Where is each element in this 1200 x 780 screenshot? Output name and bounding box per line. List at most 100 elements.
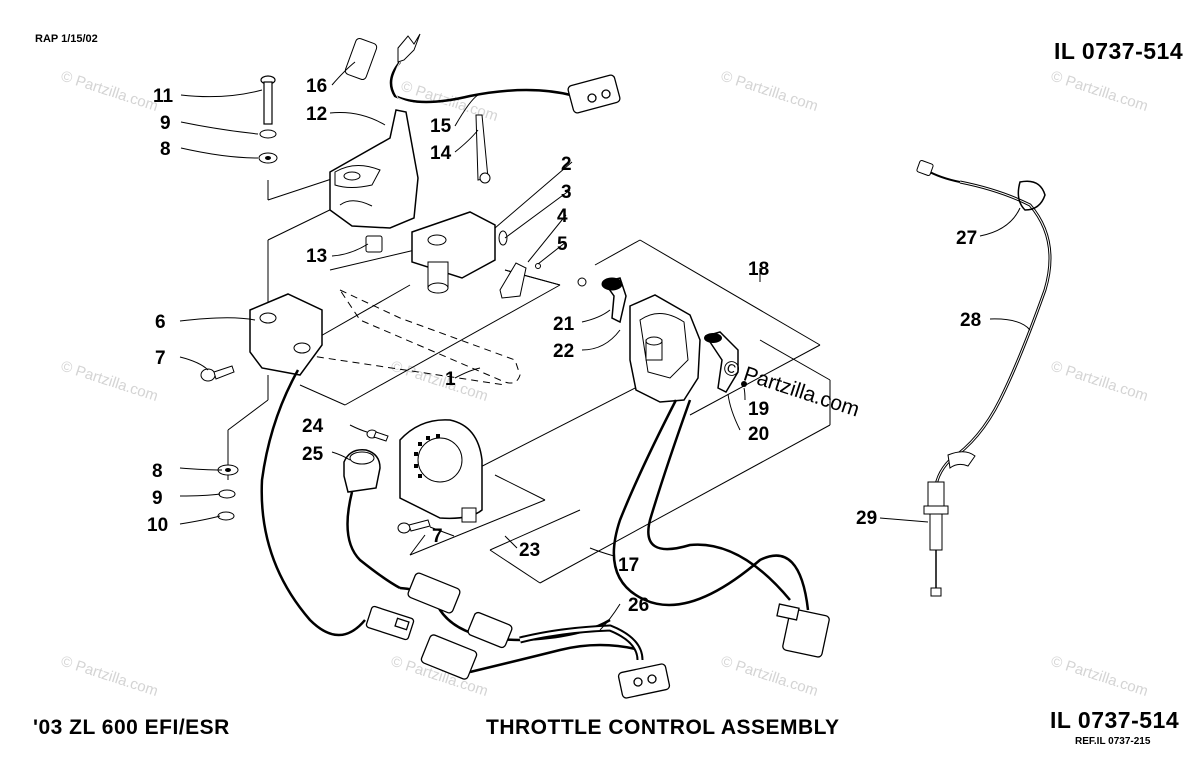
callout-8: 8	[152, 461, 163, 482]
screw-21-part	[577, 277, 587, 287]
cable-end-barrel	[916, 160, 934, 176]
leader-lines	[179, 61, 1031, 631]
callout-20: 20	[748, 424, 769, 445]
callout-3: 3	[561, 182, 572, 203]
watermark: © Partzilla.com	[719, 68, 820, 115]
model-label: '03 ZL 600 EFI/ESR	[33, 716, 230, 739]
lock-washer-part	[259, 129, 277, 139]
switch-housing-teeth	[414, 434, 440, 478]
callout-19: 19	[748, 399, 769, 420]
watermark: © Partzilla.com	[59, 68, 160, 115]
spring-part	[498, 230, 508, 246]
callout-10: 10	[147, 515, 168, 536]
pin-19-part	[741, 381, 747, 387]
callout-18: 18	[748, 259, 769, 280]
cable-adjuster-part	[927, 481, 945, 509]
throttle-cable-highlight	[934, 181, 1051, 496]
callout-2: 2	[561, 154, 572, 175]
lower-bracket-hole	[293, 342, 311, 354]
watermark: © Partzilla.com	[1049, 653, 1150, 700]
lower-bracket-hole	[259, 312, 277, 324]
lever-plate-part	[499, 262, 527, 299]
wire-harness-17b	[647, 399, 791, 601]
screw-part	[535, 263, 541, 269]
callout-14: 14	[430, 143, 452, 164]
watermark: © Partzilla.com	[719, 653, 820, 700]
callout-7: 7	[432, 526, 443, 547]
throttle-lever-part	[704, 331, 739, 393]
callout-22: 22	[553, 341, 574, 362]
callout-15: 15	[430, 116, 452, 137]
connector-17-part	[776, 603, 830, 658]
callout-17: 17	[618, 555, 639, 576]
callout-12: 12	[306, 104, 327, 125]
housing-detail	[639, 313, 689, 379]
callout-11: 11	[153, 86, 174, 107]
callout-1: 1	[445, 369, 456, 390]
bracket-detail	[339, 200, 373, 207]
site-credit: © Partzilla.com	[720, 356, 862, 422]
callout-4: 4	[557, 206, 568, 227]
callout-9: 9	[152, 488, 163, 509]
illustration-id-top: IL 0737-514	[1054, 38, 1184, 64]
cable-thread	[929, 513, 943, 551]
wire-harness-15	[389, 61, 576, 104]
watermark: © Partzilla.com	[1049, 68, 1150, 115]
housing-boss	[427, 234, 447, 246]
callout-24: 24	[302, 416, 324, 437]
button-top	[349, 451, 375, 465]
callout-29: 29	[856, 508, 877, 529]
wire-harness-6	[260, 369, 366, 637]
revision-stamp: RAP 1/15/02	[35, 33, 98, 45]
washer-hole	[225, 468, 231, 472]
callout-7: 7	[155, 348, 166, 369]
cable-core-end	[930, 587, 942, 597]
lower-bracket-part	[249, 293, 323, 376]
screw-24-part	[366, 429, 389, 442]
screw-7-part	[200, 365, 235, 382]
switch-tab-part	[475, 114, 489, 181]
housing-tab	[461, 507, 477, 523]
nut-part	[217, 511, 235, 521]
washer-hole	[265, 156, 271, 160]
diagram-title: THROTTLE CONTROL ASSEMBLY	[486, 716, 840, 739]
callout-9: 9	[160, 113, 171, 134]
pivot-lever-cap	[601, 277, 623, 291]
connector-part	[567, 74, 621, 114]
wire-harness-25	[346, 491, 401, 590]
cable-sleeve	[947, 451, 976, 469]
callout-21: 21	[553, 314, 575, 335]
switch-tab-hole	[479, 172, 491, 184]
throttle-cable-part	[933, 180, 1052, 496]
callout-25: 25	[302, 444, 324, 465]
cable-nut	[923, 505, 949, 515]
callout-labels: 1 2 3 4 5 6 7 7 8 8 9 9 10 11 12 13 14 1…	[147, 76, 981, 616]
watermark: © Partzilla.com	[59, 358, 160, 405]
callout-13: 13	[306, 246, 327, 267]
callout-8: 8	[160, 139, 171, 160]
lock-washer-part	[218, 489, 236, 499]
axis-hidden-line	[304, 354, 506, 386]
callout-6: 6	[155, 312, 166, 333]
wire-terminal-part	[397, 33, 421, 63]
harness-sleeve-inner	[519, 626, 642, 661]
watermark: © Partzilla.com	[389, 358, 490, 405]
screw-7-part	[397, 519, 431, 534]
callout-26: 26	[628, 595, 649, 616]
housing-post-end	[427, 282, 449, 294]
grommet-part	[344, 38, 378, 80]
bolt-part	[260, 75, 276, 125]
callout-23: 23	[519, 540, 540, 561]
callout-27: 27	[956, 228, 977, 249]
throttle-lever-cap	[704, 333, 722, 343]
callout-5: 5	[557, 234, 568, 255]
spacer-block-part	[365, 235, 383, 253]
callout-16: 16	[306, 76, 327, 97]
watermark: © Partzilla.com	[1049, 358, 1150, 405]
throttle-lever-housing-part	[629, 294, 701, 403]
illustration-id-bottom: IL 0737-514	[1050, 707, 1180, 733]
callout-28: 28	[960, 310, 981, 331]
switch-housing-part	[399, 419, 483, 520]
